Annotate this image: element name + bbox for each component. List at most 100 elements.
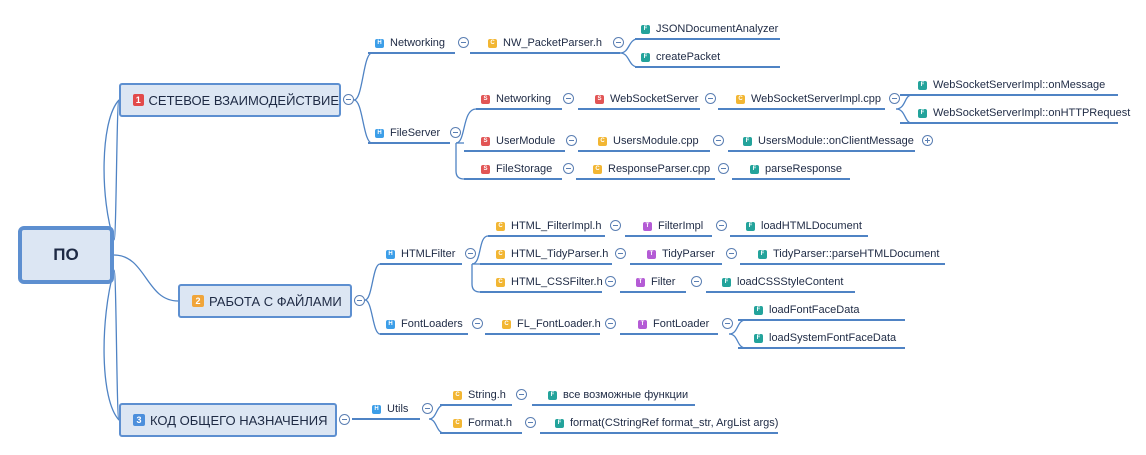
collapse-toggle-icon[interactable] xyxy=(615,248,626,259)
connector xyxy=(103,269,120,421)
collapse-toggle-icon[interactable] xyxy=(713,135,724,146)
node-label: WebSocketServerImpl::onHTTPRequest xyxy=(933,107,1131,119)
collapse-toggle-icon[interactable] xyxy=(705,93,716,104)
node-label: FilterImpl xyxy=(658,220,704,232)
collapse-toggle-icon[interactable] xyxy=(716,220,727,231)
branch-label: СЕТЕВОЕ ВЗАИМОДЕЙСТВИЕ xyxy=(148,92,339,108)
collapse-toggle-icon[interactable] xyxy=(422,403,433,414)
connector xyxy=(113,99,120,241)
node-label: Format.h xyxy=(468,417,513,429)
collapse-toggle-icon[interactable] xyxy=(605,318,616,329)
node-label: FontLoader xyxy=(653,318,710,330)
node-label: WebSocketServerImpl::onMessage xyxy=(933,79,1106,91)
connector xyxy=(103,99,120,241)
collapse-toggle-icon[interactable] xyxy=(339,414,350,425)
function-icon: F xyxy=(758,249,767,259)
node-label: WebSocketServer xyxy=(610,93,699,105)
connector xyxy=(455,108,477,144)
function-icon: F xyxy=(641,24,650,34)
collapse-toggle-icon[interactable] xyxy=(718,163,729,174)
collapse-toggle-icon[interactable] xyxy=(563,163,574,174)
collapse-toggle-icon[interactable] xyxy=(450,127,461,138)
node-label: ResponseParser.cpp xyxy=(608,163,711,175)
collapse-toggle-icon[interactable] xyxy=(610,220,621,231)
collapse-toggle-icon[interactable] xyxy=(566,135,577,146)
module-icon: S xyxy=(481,136,490,146)
branch-networking-interaction[interactable]: 1 СЕТЕВОЕ ВЗАИМОДЕЙСТВИЕ xyxy=(119,83,341,117)
collapse-toggle-icon[interactable] xyxy=(722,318,733,329)
node-label: format(CStringRef format_str, ArgList ar… xyxy=(570,417,779,429)
cpp-file-icon: C xyxy=(453,418,462,428)
collapse-toggle-icon[interactable] xyxy=(691,276,702,287)
collapse-toggle-icon[interactable] xyxy=(605,276,616,287)
node-label: String.h xyxy=(468,389,506,401)
branch-common-code[interactable]: 3 КОД ОБЩЕГО НАЗНАЧЕНИЯ xyxy=(119,403,337,437)
collapse-toggle-icon[interactable] xyxy=(472,318,483,329)
collapse-toggle-icon[interactable] xyxy=(613,37,624,48)
collapse-toggle-icon[interactable] xyxy=(889,93,900,104)
collapse-toggle-icon[interactable] xyxy=(465,248,476,259)
connector xyxy=(728,333,747,349)
collapse-toggle-icon[interactable] xyxy=(516,389,527,400)
branch-file-work[interactable]: 2 РАБОТА С ФАЙЛАМИ xyxy=(178,284,352,318)
collapse-toggle-icon[interactable] xyxy=(726,248,737,259)
node-onhttprequest[interactable]: F WebSocketServerImpl::onHTTPRequest xyxy=(918,105,1130,121)
node-label: HTML_FilterImpl.h xyxy=(511,220,602,232)
function-icon: F xyxy=(918,108,927,118)
node-label: UsersModule.cpp xyxy=(613,135,699,147)
node-label: Networking xyxy=(390,37,446,49)
root-node[interactable]: ПО xyxy=(18,226,114,284)
collapse-toggle-icon[interactable] xyxy=(343,94,354,105)
root-label: ПО xyxy=(53,245,79,264)
collapse-toggle-icon[interactable] xyxy=(525,417,536,428)
cpp-file-icon: C xyxy=(598,136,607,146)
priority-3-icon: 3 xyxy=(133,414,145,426)
node-usersmodule-cpp[interactable]: C UsersModule.cpp xyxy=(598,133,699,149)
connector xyxy=(353,52,373,101)
connector xyxy=(471,235,489,265)
expand-toggle-icon[interactable] xyxy=(922,135,933,146)
collapse-toggle-icon[interactable] xyxy=(354,295,365,306)
node-label: UsersModule::onClientMessage xyxy=(758,135,914,147)
node-label: HTML_CSSFilter.h xyxy=(511,276,603,288)
node-format-h[interactable]: C Format.h xyxy=(453,415,512,431)
header-file-icon: H xyxy=(386,249,395,259)
collapse-toggle-icon[interactable] xyxy=(458,37,469,48)
collapse-toggle-icon[interactable] xyxy=(563,93,574,104)
cpp-file-icon: C xyxy=(502,319,511,329)
